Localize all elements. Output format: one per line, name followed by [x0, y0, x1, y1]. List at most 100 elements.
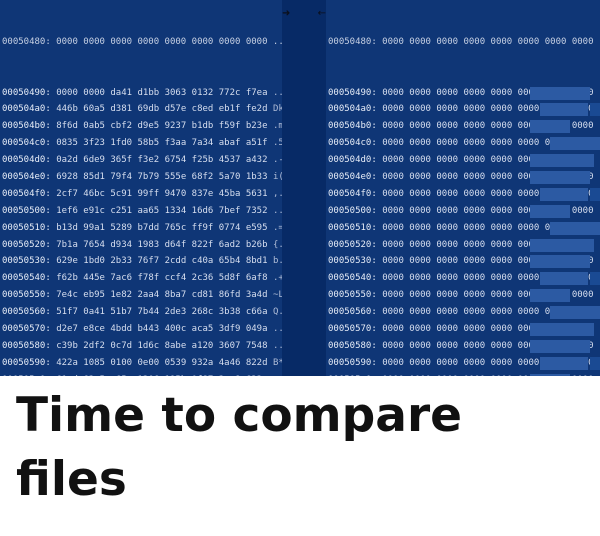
right-hex-row[interactable]: 000504d0: 0000 0000 0000 0000 0000 0000 …	[326, 152, 600, 169]
row-ascii: ,.F.\....p.~E.V1	[272, 188, 282, 199]
row-address: 000504e0:	[328, 171, 377, 182]
row-ascii: ................	[599, 121, 600, 131]
right-hex-row[interactable]: 00050590: 0000 0000 0000 0000 0000 0000 …	[326, 355, 600, 372]
row-hex-bytes: 0000 0000 da41 d1bb 3063 0132 772c f7ea	[56, 87, 268, 98]
left-hex-row[interactable]: 00050590: 422a 1085 0100 0e00 0539 932a …	[0, 355, 282, 372]
row-hex-bytes: 2cf7 46bc 5c91 99ff 9470 837e 45ba 5631	[56, 188, 268, 199]
right-hex-row[interactable]: 00050490: 0000 0000 0000 0000 0000 0000 …	[326, 85, 600, 102]
row-ascii: ~L....*.......:M	[272, 290, 282, 301]
right-hex-row[interactable]: 00050550: 0000 0000 0000 0000 0000 0000 …	[326, 287, 600, 304]
row-hex-bytes: 6928 85d1 79f4 7b79 555e 68f2 5a70 1b33	[56, 171, 268, 182]
changed-byte-highlight	[530, 118, 600, 135]
left-hex-row[interactable]: 00050560: 51f7 0a41 51b7 7b44 2de3 268c …	[0, 304, 282, 321]
right-header-row: 00050480: 0000 0000 0000 0000 0000 0000 …	[328, 36, 600, 47]
row-address: 000504c0:	[328, 138, 377, 149]
right-hex-row[interactable]: 00050560: 0000 0000 0000 0000 0000 0000 …	[326, 304, 600, 321]
left-hex-pane[interactable]: 00050480: 0000 0000 0000 0000 0000 0000 …	[0, 0, 282, 376]
row-address: 00050550:	[328, 290, 377, 301]
row-address: 000505a0:	[2, 375, 51, 376]
changed-byte-highlight	[530, 304, 600, 321]
right-hex-row[interactable]: 000504b0: 0000 0000 0000 0000 0000 0000 …	[326, 118, 600, 135]
row-ascii: b...+3v.,...e...	[272, 256, 282, 267]
changed-byte-highlight	[530, 135, 600, 152]
row-ascii: a.c..\...[..<.b,	[273, 375, 282, 376]
diff-arrow-left-icon[interactable]: ←	[317, 8, 326, 19]
row-address: 00050500:	[2, 205, 51, 216]
row-address: 00050590:	[328, 357, 377, 368]
row-address: 00050550:	[2, 290, 51, 301]
row-hex-bytes: 61ad 63c5 a65c 1206 115b 0f87 3cc8 622c	[56, 375, 267, 376]
row-hex-bytes: 0a2d 6de9 365f f3e2 6754 f25b 4537 a432	[56, 155, 268, 166]
changed-byte-highlight	[530, 372, 600, 376]
left-header-row: 00050480: 0000 0000 0000 0000 0000 0000 …	[2, 36, 282, 47]
left-hex-row[interactable]: 00050510: b13d 99a1 5289 b7dd 765c ff9f …	[0, 220, 282, 237]
row-address: 000504f0:	[328, 188, 377, 199]
row-address: 00050510:	[2, 222, 51, 233]
row-address: 00050510:	[328, 222, 377, 233]
left-hex-row[interactable]: 000504e0: 6928 85d1 79f4 7b79 555e 68f2 …	[0, 169, 282, 186]
changed-byte-highlight	[530, 338, 600, 355]
changed-byte-highlight	[530, 186, 600, 203]
right-hex-row[interactable]: 00050510: 0000 0000 0000 0000 0000 0000 …	[326, 220, 600, 237]
right-hex-pane[interactable]: 00050480: 0000 0000 0000 0000 0000 0000 …	[326, 0, 600, 376]
row-ascii: {.vT.4...O./j..k	[272, 239, 282, 250]
row-ascii: .m.......7.....>	[272, 121, 282, 132]
row-address: 00050590:	[2, 357, 51, 368]
row-address: 00050540:	[2, 273, 51, 284]
row-ascii: ................	[599, 375, 600, 376]
left-hex-row[interactable]: 000504d0: 0a2d 6de9 365f f3e2 6754 f25b …	[0, 152, 282, 169]
row-ascii: ....K..C@...=...	[272, 323, 282, 334]
left-hex-row[interactable]: 000504f0: 2cf7 46bc 5c91 99ff 9470 837e …	[0, 186, 282, 203]
row-hex-bytes: 7e4c eb95 1e82 2aa4 8ba7 cd81 86fd 3a4d	[56, 290, 268, 301]
right-hex-row[interactable]: 00050570: 0000 0000 0000 0000 0000 0000 …	[326, 321, 600, 338]
left-hex-row[interactable]: 00050540: f62b 445e 7ac6 f78f ccf4 2c36 …	[0, 270, 282, 287]
left-hex-row[interactable]: 00050520: 7b1a 7654 d934 1983 d64f 822f …	[0, 237, 282, 254]
row-hex-bytes: 446b 60a5 d381 69db d57e c8ed eb1f fe2d	[56, 104, 268, 115]
left-hex-row[interactable]: 00050530: 629e 1bd0 2b33 76f7 2cdd c40a …	[0, 253, 282, 270]
row-address: 00050540:	[328, 273, 377, 284]
row-address: 00050570:	[328, 323, 377, 334]
right-hex-row[interactable]: 00050520: 0000 0000 0000 0000 0000 0000 …	[326, 237, 600, 254]
left-hex-row[interactable]: 000504a0: 446b 60a5 d381 69db d57e c8ed …	[0, 101, 282, 118]
right-hex-row[interactable]: 00050500: 0000 0000 0000 0000 0000 0000 …	[326, 203, 600, 220]
row-hex-bytes: d2e7 e8ce 4bdd b443 400c aca5 3df9 049a	[56, 323, 268, 334]
row-ascii: .-m.6_..gT.[E7.2	[272, 155, 282, 166]
right-hex-row[interactable]: 000505a0: 0000 0000 0000 0000 0000 0000 …	[326, 372, 600, 376]
right-hex-row[interactable]: 000504c0: 0000 0000 0000 0000 0000 0000 …	[326, 135, 600, 152]
diff-arrow-right-icon[interactable]: ➜	[282, 8, 291, 19]
right-hex-row[interactable]: 00050540: 0000 0000 0000 0000 0000 0000 …	[326, 270, 600, 287]
left-hex-row[interactable]: 00050570: d2e7 e8ce 4bdd b443 400c aca5 …	[0, 321, 282, 338]
row-address: 00050530:	[328, 256, 377, 267]
row-hex-bytes: 51f7 0a41 51b7 7b44 2de3 268c 3b38 c66a	[56, 307, 268, 318]
left-hex-row[interactable]: 000504c0: 0835 3f23 1fd0 58b5 f3aa 7a34 …	[0, 135, 282, 152]
row-address: 000504a0:	[2, 104, 51, 115]
right-hex-row[interactable]: 00050580: 0000 0000 0000 0000 0000 0000 …	[326, 338, 600, 355]
right-hex-row[interactable]: 000504e0: 0000 0000 0000 0000 0000 0000 …	[326, 169, 600, 186]
row-hex-bytes: f62b 445e 7ac6 f78f ccf4 2c36 5d8f 6af8	[56, 273, 268, 284]
left-hex-row[interactable]: 00050550: 7e4c eb95 1e82 2aa4 8ba7 cd81 …	[0, 287, 282, 304]
row-address: 000504d0:	[2, 155, 51, 166]
row-hex-bytes: 1ef6 e91c c251 aa65 1334 16d6 7bef 7352	[56, 205, 268, 216]
left-hex-row[interactable]: 000505a0: 61ad 63c5 a65c 1206 115b 0f87 …	[0, 372, 282, 376]
diff-gutter: ➜ ←	[282, 0, 326, 376]
row-hex-bytes: 7b1a 7654 d934 1983 d64f 822f 6ad2 b26b	[56, 239, 268, 250]
changed-byte-highlight	[530, 270, 600, 287]
row-hex-bytes: c39b 2df2 0c7d 1d6c 8abe a120 3607 7548	[56, 340, 268, 351]
left-hex-row[interactable]: 00050580: c39b 2df2 0c7d 1d6c 8abe a120 …	[0, 338, 282, 355]
left-hex-row[interactable]: 00050500: 1ef6 e91c c251 aa65 1334 16d6 …	[0, 203, 282, 220]
row-ascii: ................	[599, 240, 600, 250]
right-hex-row[interactable]: 000504f0: 0000 0000 0000 0000 0000 0000 …	[326, 186, 600, 203]
row-address: 00050560:	[2, 307, 51, 318]
left-hex-row[interactable]: 000504b0: 8f6d 0ab5 cbf2 d9e5 9237 b1db …	[0, 118, 282, 135]
row-address: 00050580:	[328, 340, 377, 351]
changed-byte-highlight	[530, 237, 600, 254]
right-hex-row[interactable]: 000504a0: 0000 0000 0000 0000 0000 0000 …	[326, 101, 600, 118]
row-address: 00050490:	[328, 87, 377, 98]
row-address: 000504b0:	[2, 121, 51, 132]
right-hex-row[interactable]: 00050530: 0000 0000 0000 0000 0000 0000 …	[326, 253, 600, 270]
row-address: 000504f0:	[2, 188, 51, 199]
row-hex-bytes: b13d 99a1 5289 b7dd 765c ff9f 0774 e595	[56, 222, 268, 233]
changed-byte-highlight	[530, 220, 600, 237]
row-ascii: Q..AQ.{D-.&.;8.j	[272, 307, 282, 318]
left-hex-row[interactable]: 00050490: 0000 0000 da41 d1bb 3063 0132 …	[0, 85, 282, 102]
